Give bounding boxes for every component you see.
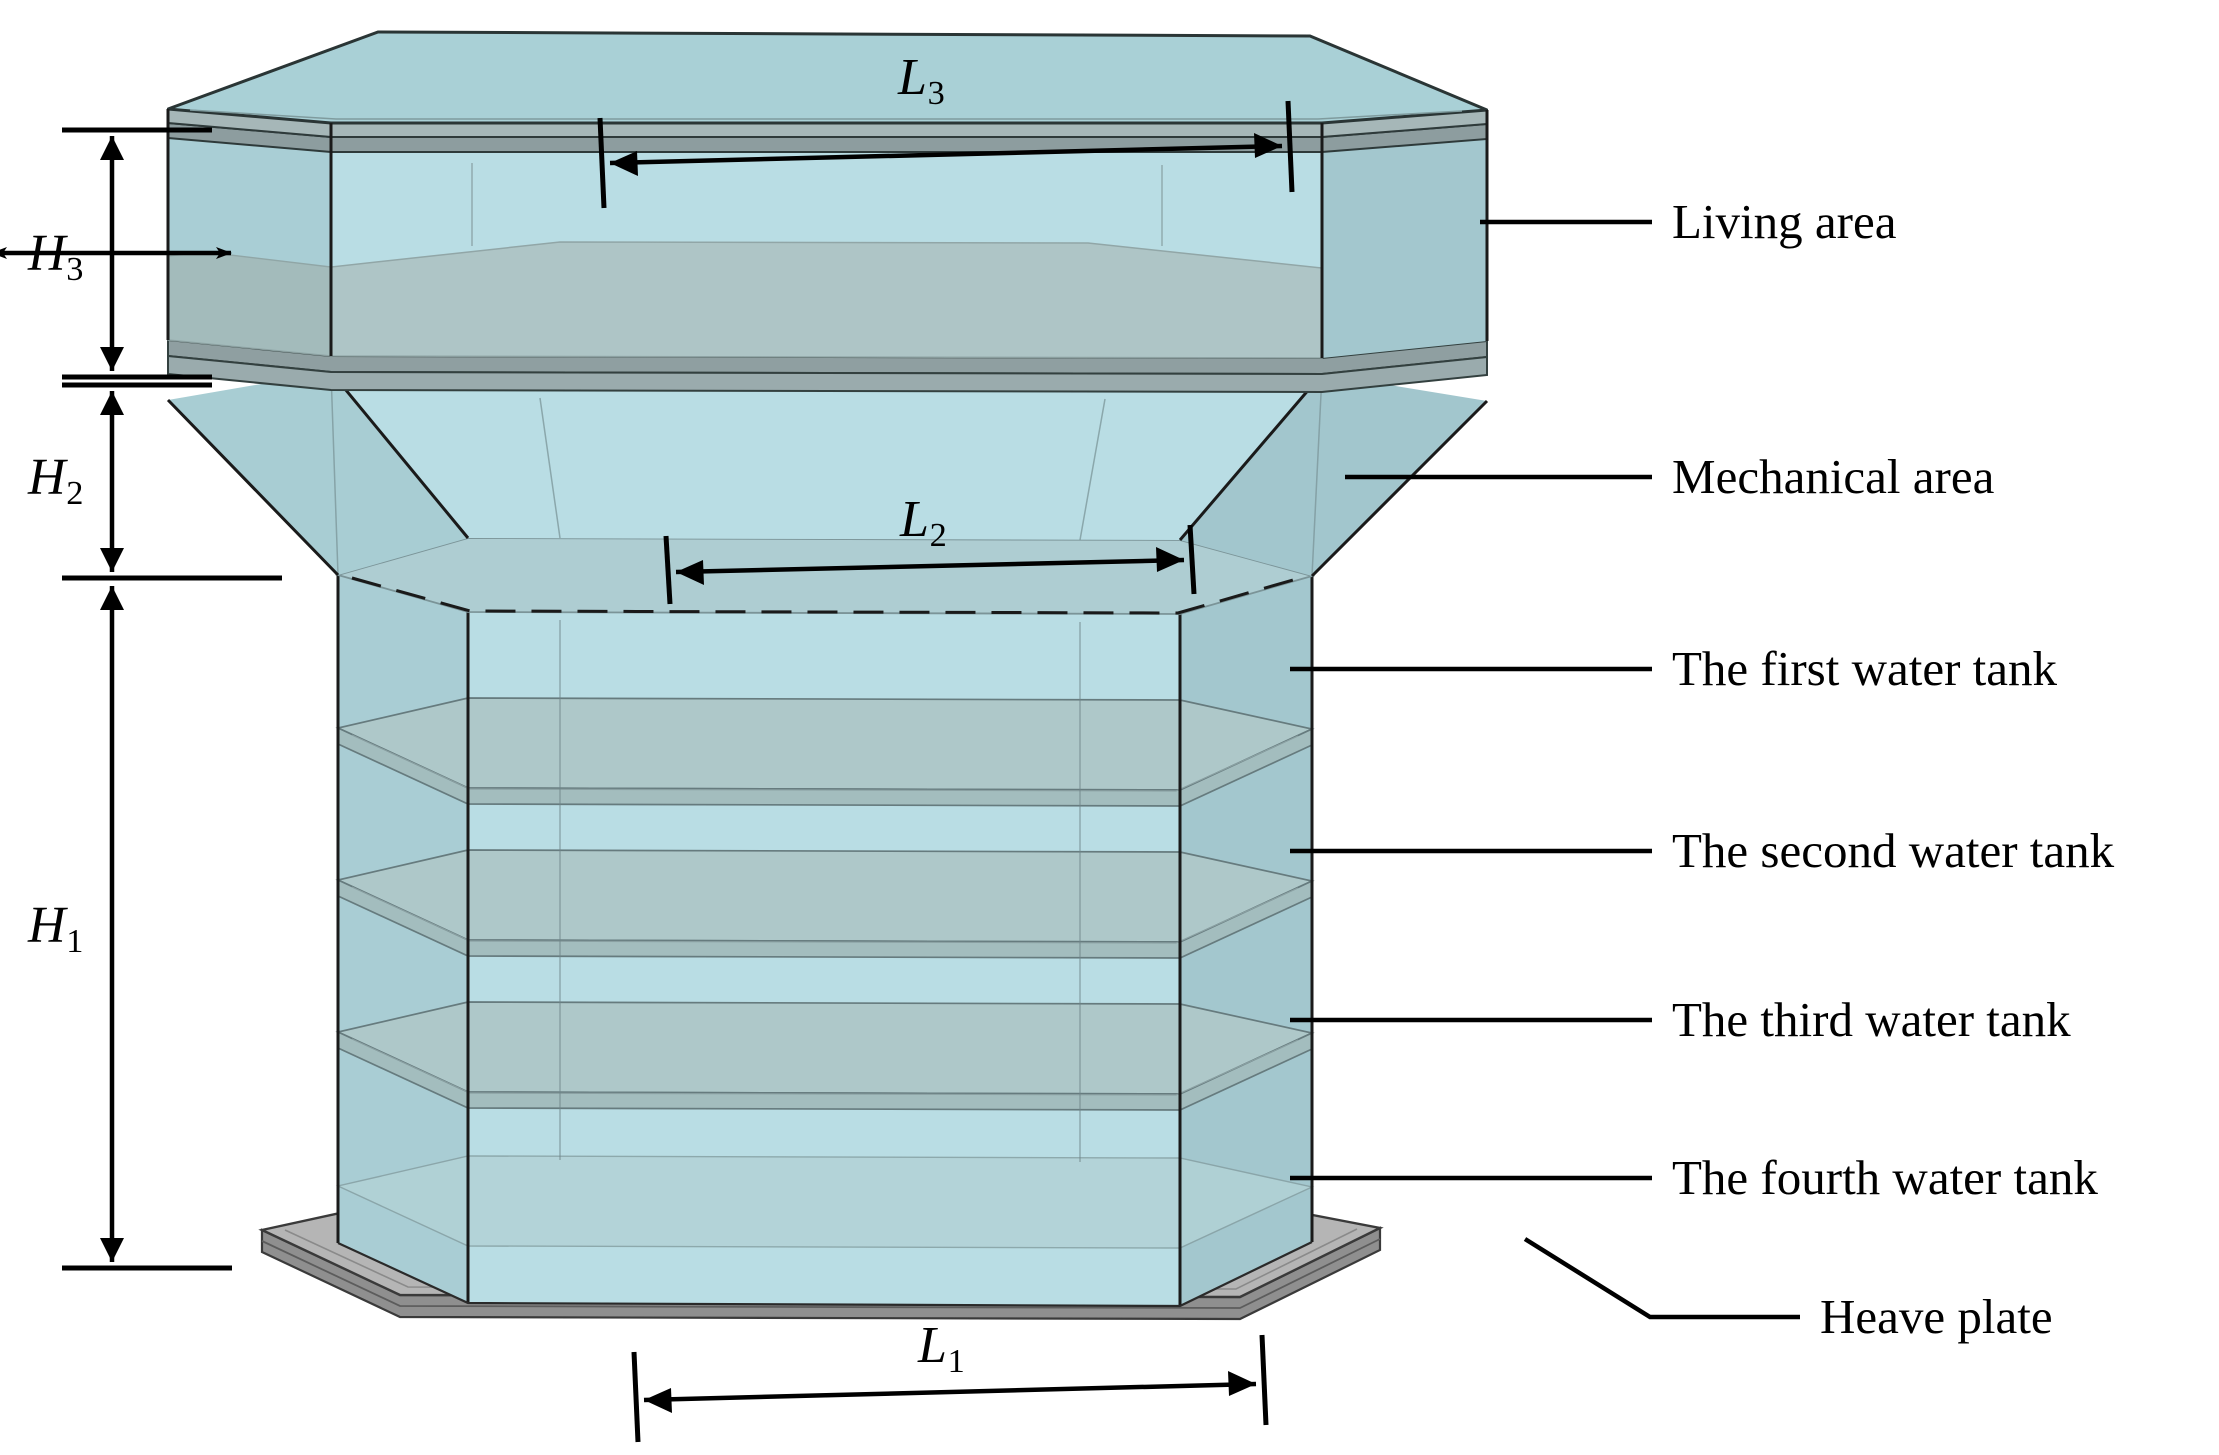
dimension-label-H2: H2 — [28, 449, 84, 513]
lower-hull-water-tanks — [335, 575, 1315, 1308]
callout-label-fourth-water-tank: The fourth water tank — [1672, 1150, 2098, 1205]
callout-label-living-area: Living area — [1672, 194, 1897, 249]
dimension-label-L3: L3 — [898, 49, 945, 113]
callout-leader-lines — [1290, 219, 1800, 1320]
callout-label-second-water-tank: The second water tank — [1672, 823, 2115, 878]
callout-label-heave-plate: Heave plate — [1820, 1289, 2053, 1344]
callout-label-mechanical-area: Mechanical area — [1672, 449, 1995, 504]
dimension-L1 — [631, 1334, 1269, 1443]
dimension-H1 — [62, 575, 282, 1271]
dimension-label-L1: L1 — [918, 1317, 965, 1381]
deck-plate-1 — [335, 697, 1315, 807]
dimension-label-H1: H1 — [28, 897, 84, 961]
callout-label-third-water-tank: The third water tank — [1672, 992, 2071, 1047]
dimension-L3 — [597, 100, 1295, 209]
dimension-H3 — [0, 127, 232, 380]
deck-plate-2 — [335, 849, 1315, 959]
dimension-label-L2: L2 — [900, 491, 947, 555]
callout-label-first-water-tank: The first water tank — [1672, 641, 2058, 696]
dimension-L2 — [663, 524, 1197, 605]
living-area-geometry — [166, 30, 1489, 394]
column-top-deck — [334, 537, 1316, 615]
leader-heave-plate — [1523, 1237, 1800, 1320]
dimension-label-H3: H3 — [28, 225, 84, 289]
mechanical-area-geometry — [166, 371, 1489, 578]
deck-plate-3 — [335, 1001, 1315, 1111]
